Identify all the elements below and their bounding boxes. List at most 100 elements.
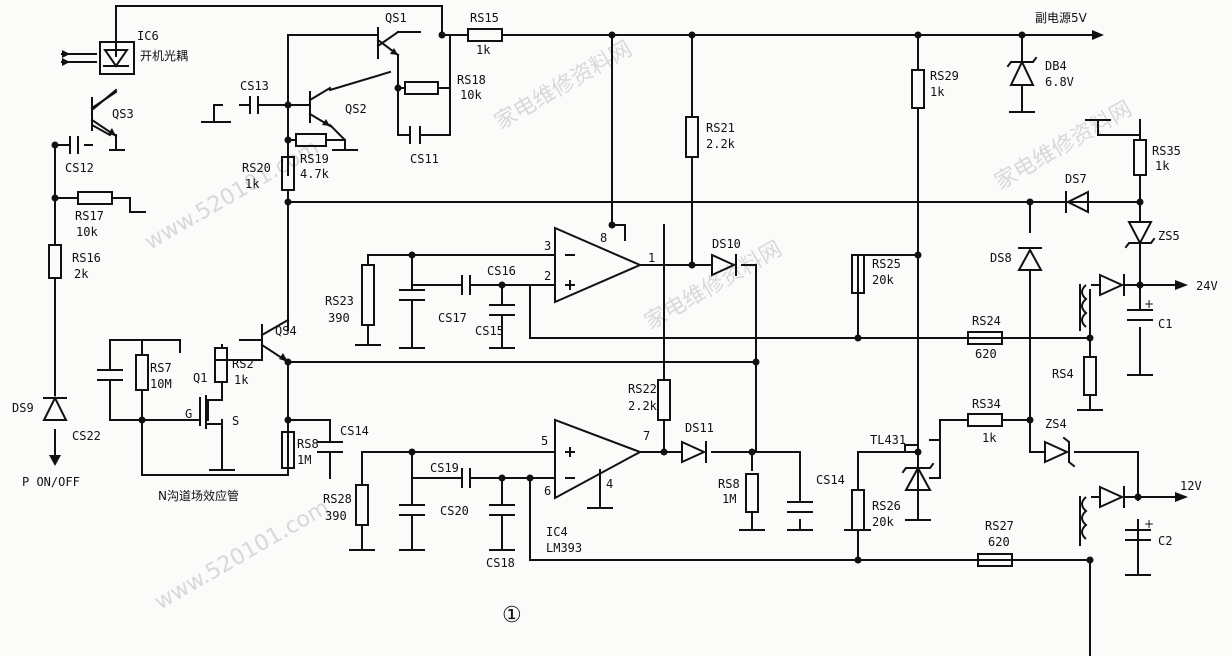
resistor-rs28 bbox=[355, 484, 369, 526]
label-gate: G bbox=[185, 407, 192, 421]
label-ds9: DS9 bbox=[12, 401, 34, 415]
label-p-on-off: P ON/OFF bbox=[22, 475, 80, 489]
label-c2-plus: + bbox=[1144, 517, 1154, 531]
mosfet-q1 bbox=[199, 381, 223, 441]
label-rs24-value: 620 bbox=[975, 347, 997, 361]
capacitor-cs14-left bbox=[317, 441, 343, 479]
label-zs5: ZS5 bbox=[1158, 229, 1180, 243]
label-cs17: CS17 bbox=[438, 311, 467, 325]
resistor-rs16 bbox=[48, 244, 62, 279]
label-cs18: CS18 bbox=[486, 556, 515, 570]
capacitor-cs22 bbox=[97, 369, 123, 391]
label-rs22: RS22 bbox=[628, 382, 657, 396]
label-rs23-value: 390 bbox=[328, 311, 350, 325]
label-rs35-value: 1k bbox=[1155, 159, 1170, 173]
label-cs15: CS15 bbox=[475, 324, 504, 338]
regulator-tl431 bbox=[901, 439, 941, 491]
rectifier-12v bbox=[1079, 485, 1188, 546]
resistor-rs8-right bbox=[745, 473, 759, 513]
label-pin-1: 1 bbox=[648, 251, 655, 265]
resistor-rs22 bbox=[657, 379, 671, 421]
label-rs15: RS15 bbox=[470, 11, 499, 25]
label-ds8: DS8 bbox=[990, 251, 1012, 265]
label-ic6: IC6 bbox=[137, 29, 159, 43]
label-rs7-value: 10M bbox=[150, 377, 172, 391]
resistor-rs25 bbox=[851, 254, 865, 294]
resistor-rs29 bbox=[911, 69, 925, 109]
label-rs26-value: 20k bbox=[872, 515, 894, 529]
label-cs22: CS22 bbox=[72, 429, 101, 443]
label-db4: DB4 bbox=[1045, 59, 1067, 73]
resistor-rs27 bbox=[977, 553, 1013, 567]
capacitor-cs16 bbox=[461, 275, 481, 295]
label-rs21: RS21 bbox=[706, 121, 735, 135]
capacitor-cs17 bbox=[399, 289, 425, 349]
capacitor-cs20 bbox=[399, 504, 425, 551]
label-pin-3: 3 bbox=[544, 239, 551, 253]
diode-ds7 bbox=[1065, 190, 1089, 214]
label-rs28: RS28 bbox=[323, 492, 352, 506]
label-rs7: RS7 bbox=[150, 361, 172, 375]
label-pin-6: 6 bbox=[544, 484, 551, 498]
capacitor-c1 bbox=[1127, 309, 1153, 321]
watermark-cn-2: 家电维修资料网 bbox=[641, 237, 787, 336]
label-rs2: RS2 bbox=[232, 357, 254, 371]
label-cs12: CS12 bbox=[65, 161, 94, 175]
label-pin-5: 5 bbox=[541, 434, 548, 448]
watermark-url-1: www.520101.com bbox=[141, 135, 324, 255]
label-rs29: RS29 bbox=[930, 69, 959, 83]
resistor-rs35 bbox=[1133, 139, 1147, 176]
label-12v: 12V bbox=[1180, 479, 1202, 493]
label-rs25-value: 20k bbox=[872, 273, 894, 287]
label-pin-7: 7 bbox=[643, 429, 650, 443]
label-ic6-desc: 开机光耦 bbox=[140, 49, 188, 63]
label-cs14-right: CS14 bbox=[816, 473, 845, 487]
junctions bbox=[51, 31, 1144, 564]
zener-db4 bbox=[1006, 56, 1038, 86]
transistor-qs2 bbox=[308, 86, 332, 128]
label-rs18-value: 10k bbox=[460, 88, 482, 102]
resistor-rs15 bbox=[467, 28, 503, 42]
diode-ds11 bbox=[681, 440, 707, 464]
label-qs2: QS2 bbox=[345, 102, 367, 116]
capacitor-cs14-right bbox=[787, 501, 813, 513]
label-source: S bbox=[232, 414, 239, 428]
label-rs29-value: 1k bbox=[930, 85, 945, 99]
capacitor-cs13 bbox=[249, 96, 269, 114]
capacitor-cs11 bbox=[409, 126, 421, 144]
comparator-lower bbox=[554, 418, 643, 500]
transistor-qs3 bbox=[90, 90, 125, 151]
zener-zs5 bbox=[1124, 221, 1156, 249]
label-c1: C1 bbox=[1158, 317, 1172, 331]
resistor-rs23 bbox=[361, 264, 375, 326]
capacitor-cs18 bbox=[139, 119, 1153, 576]
label-rs15-value: 1k bbox=[476, 43, 491, 57]
label-ds10: DS10 bbox=[712, 237, 741, 251]
label-rs34-value: 1k bbox=[982, 431, 997, 445]
label-rs34: RS34 bbox=[972, 397, 1001, 411]
label-pin-8: 8 bbox=[600, 231, 607, 245]
resistor-rs4 bbox=[1083, 356, 1097, 396]
label-qs4: QS4 bbox=[275, 324, 297, 338]
label-cs13: CS13 bbox=[240, 79, 269, 93]
label-rs27: RS27 bbox=[985, 519, 1014, 533]
label-rs28-value: 390 bbox=[325, 509, 347, 523]
label-rs4: RS4 bbox=[1052, 367, 1074, 381]
label-n-channel-mosfet: N沟道场效应管 bbox=[158, 488, 239, 503]
resistor-rs17 bbox=[77, 191, 113, 205]
label-db4-value: 6.8V bbox=[1045, 75, 1074, 89]
label-rs16-value: 2k bbox=[74, 267, 89, 281]
label-rs22-value: 2.2k bbox=[628, 399, 658, 413]
resistor-rs2 bbox=[214, 347, 228, 383]
label-rs16: RS16 bbox=[72, 251, 101, 265]
label-lm393: LM393 bbox=[546, 541, 582, 555]
label-rs21-value: 2.2k bbox=[706, 137, 736, 151]
label-cs11: CS11 bbox=[410, 152, 439, 166]
optocoupler-ic6 bbox=[61, 41, 135, 75]
transistor-qs1 bbox=[376, 27, 421, 59]
label-tl431: TL431 bbox=[870, 433, 906, 447]
label-rs2-value: 1k bbox=[234, 373, 249, 387]
resistor-rs8-left bbox=[281, 431, 295, 469]
label-rs24: RS24 bbox=[972, 314, 1001, 328]
label-qs1: QS1 bbox=[385, 11, 407, 25]
